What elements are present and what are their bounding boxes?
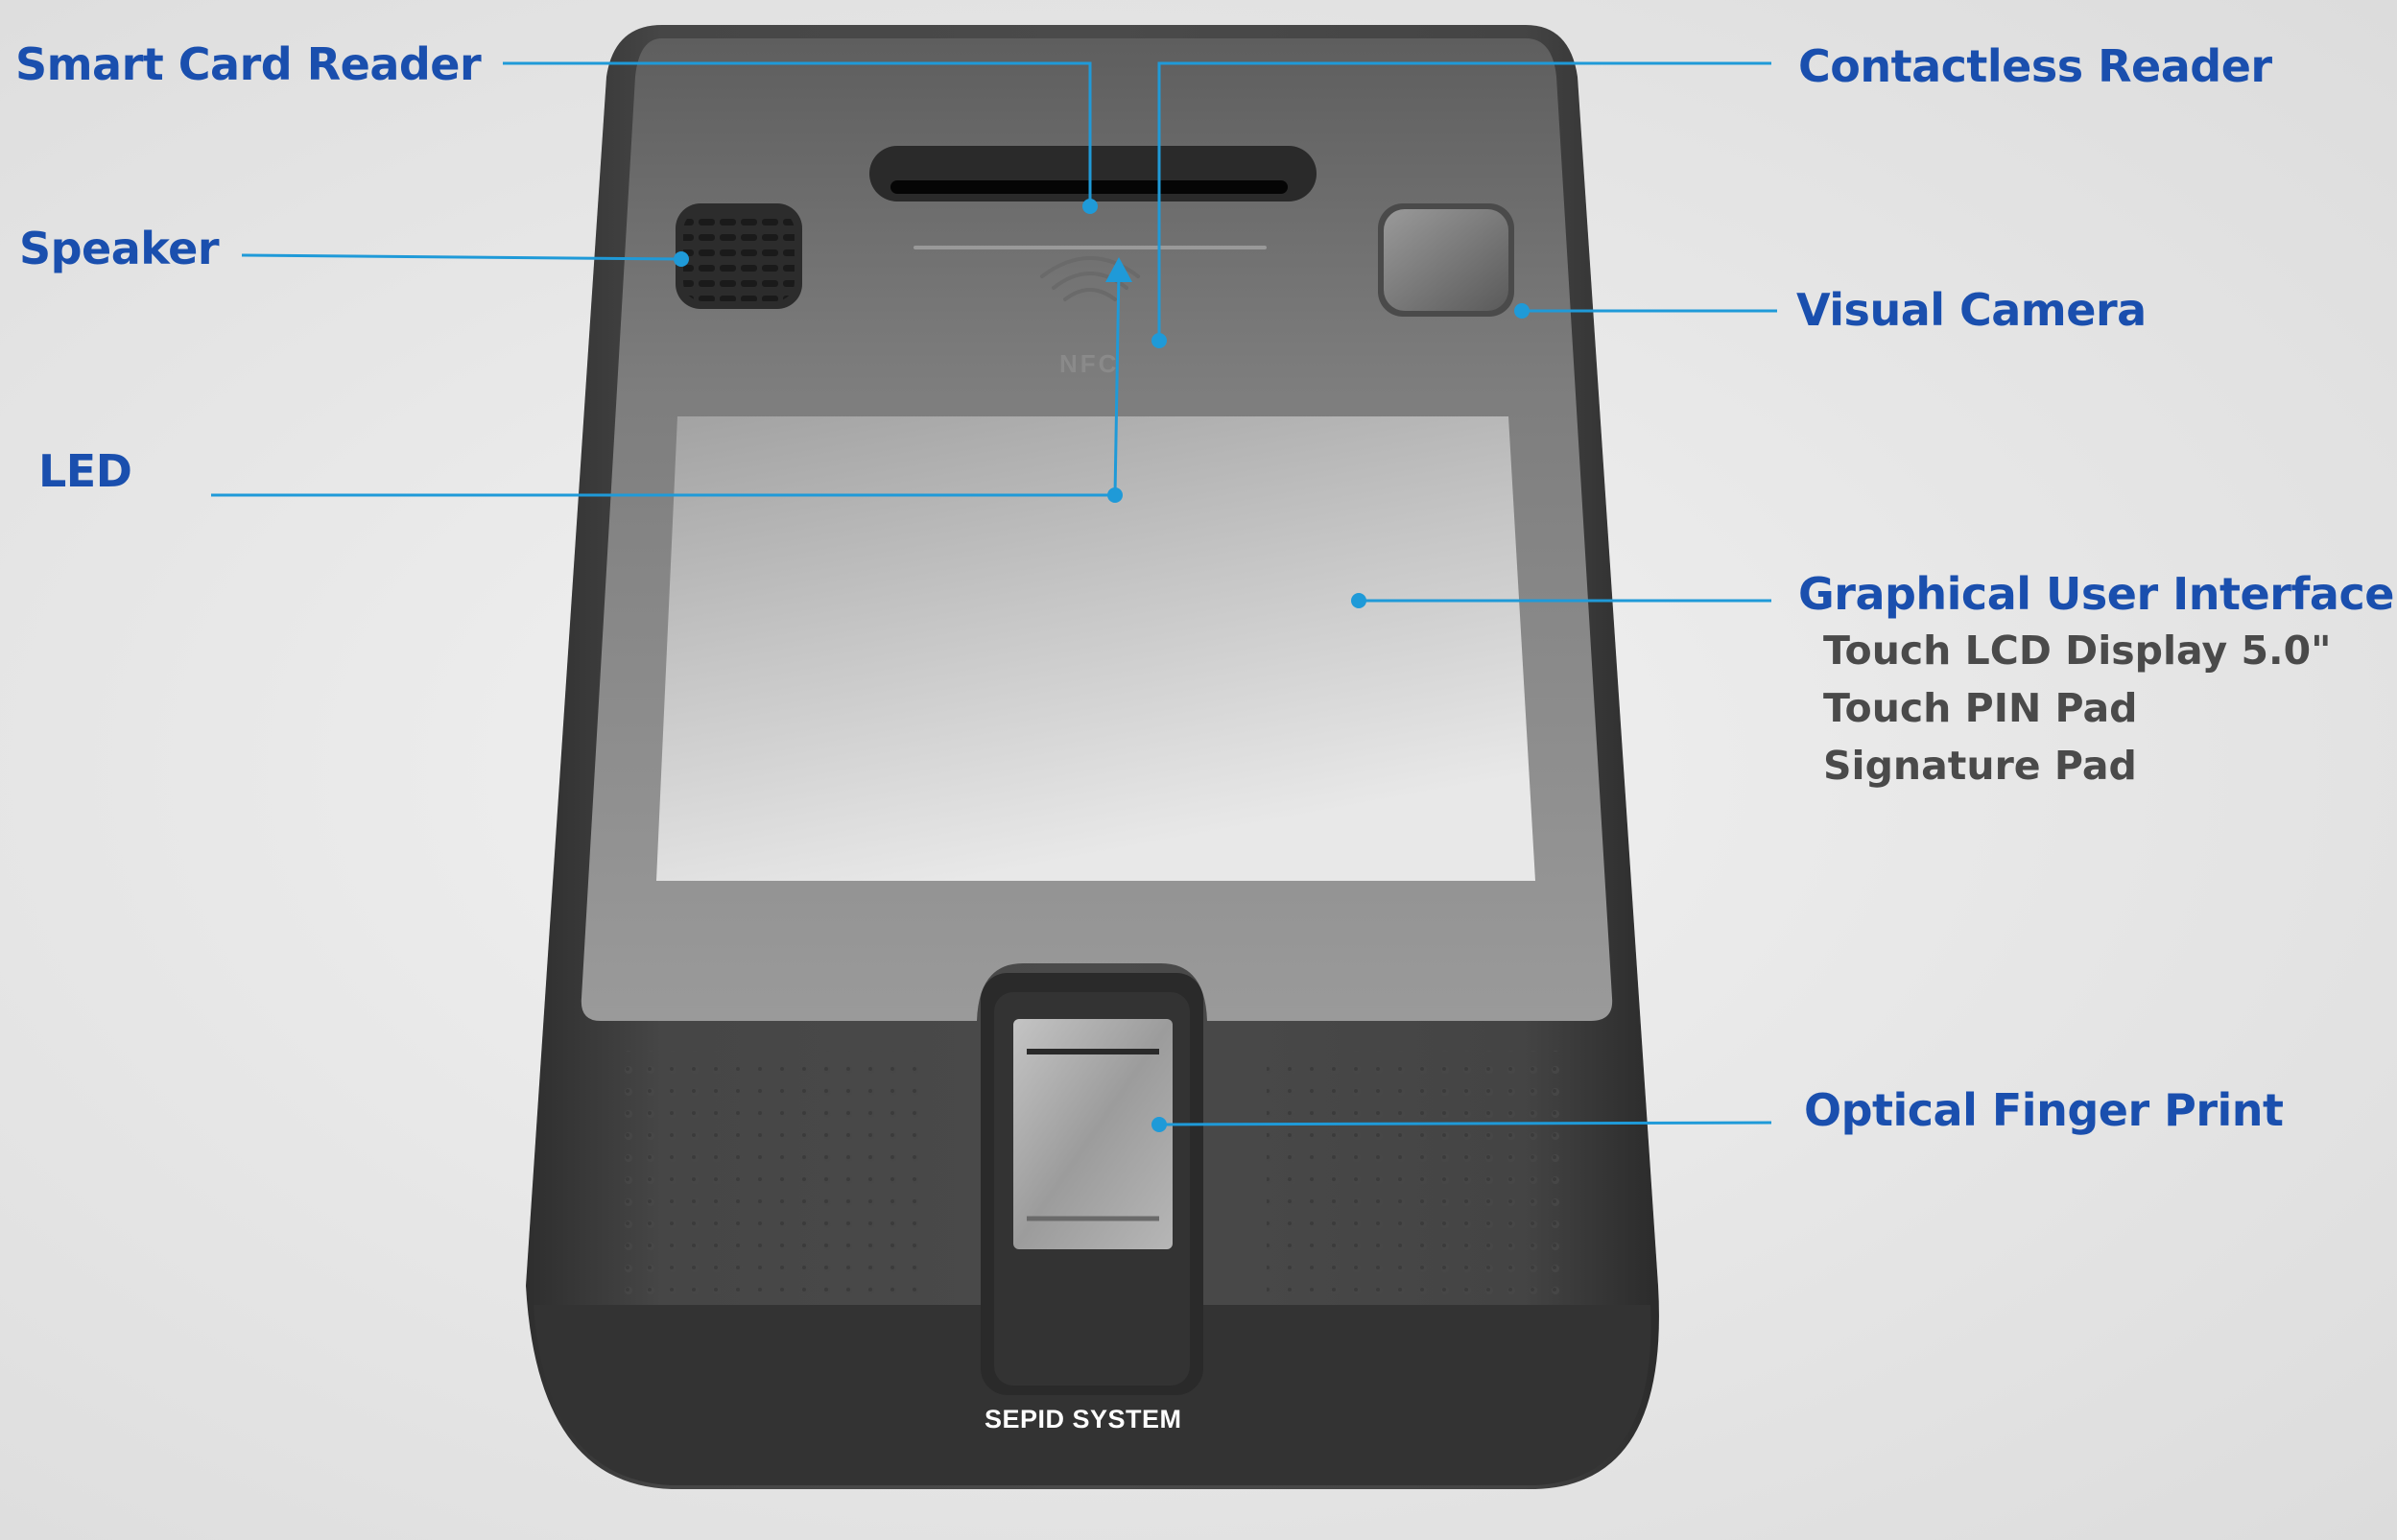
dot-camera <box>1514 303 1530 319</box>
label-led: LED <box>38 445 132 497</box>
label-contactless-reader: Contactless Reader <box>1798 40 2272 92</box>
brand-label: SEPID SYSTEM <box>985 1405 1182 1433</box>
dot-led <box>1107 487 1123 503</box>
dot-smart-card <box>1082 199 1098 214</box>
speaker-grille <box>683 211 795 301</box>
touch-lcd-screen <box>656 416 1535 881</box>
dot-contactless <box>1151 333 1167 348</box>
device-body <box>526 25 1659 1489</box>
gui-feature-lcd: Touch LCD Display 5.0" <box>1823 628 2332 674</box>
gui-feature-pin-pad: Touch PIN Pad <box>1823 685 2138 731</box>
arrow-led <box>1105 257 1132 282</box>
label-visual-camera: Visual Camera <box>1796 284 2147 336</box>
leader-smart-card <box>503 61 1092 206</box>
camera-lens <box>1384 209 1508 311</box>
dot-gui <box>1351 593 1366 608</box>
leader-dots <box>674 199 1530 1132</box>
label-optical-finger-print: Optical Finger Print <box>1804 1084 2284 1136</box>
dot-fingerprint <box>1151 1117 1167 1132</box>
label-smart-card-reader: Smart Card Reader <box>15 38 482 90</box>
leader-contactless <box>1157 61 1771 341</box>
dot-speaker <box>674 251 689 267</box>
fingerprint-sensor <box>1013 1019 1173 1249</box>
nfc-mark: NFC <box>1059 349 1120 378</box>
texture-right <box>1267 1051 1574 1300</box>
leader-fingerprint <box>1158 1121 1772 1126</box>
leader-speaker <box>241 253 682 261</box>
texture-left <box>614 1051 921 1300</box>
label-graphical-user-interface: Graphical User Interface <box>1798 568 2394 620</box>
gui-feature-signature-pad: Signature Pad <box>1823 743 2137 789</box>
label-speaker: Speaker <box>19 223 220 274</box>
